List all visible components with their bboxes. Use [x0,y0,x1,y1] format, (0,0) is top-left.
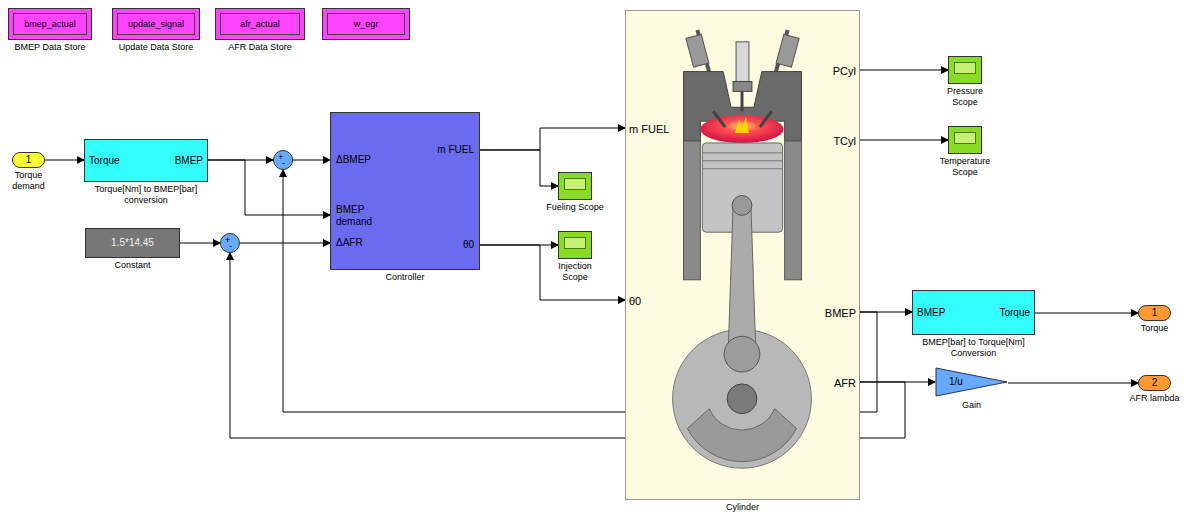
block-caption: Pressure Scope [935,86,995,108]
signal-line [208,160,330,215]
scope-screen [954,132,976,144]
block-caption: Torque demand [0,170,59,192]
constant-block: 1.5*14.45Constant [85,228,180,258]
block-caption: Fueling Scope [545,202,605,213]
gain-triangle [935,367,1008,397]
cylinder-block: m FUELθ0PCylTCylBMEPAFRCylinder [625,10,860,500]
block-text: 1 [1152,307,1158,319]
block-caption: BMEP[bar] to Torque[Nm] Conversion [899,337,1049,359]
block-text: - [282,159,285,168]
block-text: 2 [1152,377,1158,389]
scope-block: Injection Scope [558,231,592,259]
signal-line [45,160,84,161]
block-text: θ0 [463,239,474,251]
conversion-block: BMEPTorqueBMEP[bar] to Torque[Nm] Conver… [912,290,1035,335]
block-caption: Constant [93,260,173,271]
block-text: w_egr [354,18,379,30]
data-store-block: update_signalUpdate Data Store [112,8,200,40]
block-text: 1.5*14.45 [111,237,154,249]
signal-line [1008,383,1138,384]
signal-line [240,243,330,244]
controller-block: ΔBMEPBMEP demandΔAFRm FUELθ0Controller [330,112,480,270]
scope-screen [954,62,976,74]
scope-block: Temperature Scope [948,126,982,154]
sum-block: +- [220,233,240,253]
block-caption: AFR lambda [1125,393,1185,404]
block-text: PCyl [833,65,856,77]
signal-line [480,150,558,186]
block-caption: Torque [1125,323,1185,334]
signal-line [293,160,330,161]
block-text: BMEP [825,307,856,319]
block-text: bmep_actual [24,18,76,30]
block-caption: AFR Data Store [220,42,300,53]
block-caption: BMEP Data Store [10,42,90,53]
outport-block: 1Torque [1138,305,1171,321]
block-caption: Torque[Nm] to BMEP[bar] conversion [76,184,216,206]
inport-block: 1Torque demand [12,152,45,168]
signal-line [180,243,220,244]
block-text: TCyl [833,135,856,147]
engine-illustration [626,11,859,499]
block-text: Torque [999,307,1030,319]
block-text: 1 [26,154,32,166]
block-caption: Controller [355,272,455,283]
block-text: AFR [834,377,856,389]
scope-block: Fueling Scope [558,172,592,200]
conversion-block: TorqueBMEPTorque[Nm] to BMEP[bar] conver… [84,139,208,182]
block-text: m FUEL [629,123,669,135]
block-text: BMEP demand [336,204,380,228]
outport-block: 2AFR lambda [1138,375,1171,391]
data-store-block: w_egr [322,8,410,40]
block-text: afr_actual [240,18,280,30]
signal-line [480,245,558,246]
block-caption: Injection Scope [545,261,605,283]
data-store-block: afr_actualAFR Data Store [215,8,305,40]
signal-line [860,70,948,71]
sum-block: +- [273,150,293,170]
block-text: update_signal [128,18,184,30]
gain-block: 1/uGain [935,367,1008,397]
block-text: - [229,242,232,251]
signal-line [860,140,948,141]
scope-screen [564,178,586,190]
block-caption: Gain [942,400,1002,411]
block-caption: Cylinder [693,502,793,513]
scope-screen [564,237,586,249]
block-text: θ0 [629,295,641,307]
block-caption: Temperature Scope [930,156,1000,178]
block-text: ΔAFR [336,237,363,249]
signal-line [480,128,625,150]
signal-line [480,245,625,300]
block-text: m FUEL [437,144,474,156]
scope-block: Pressure Scope [948,56,982,84]
block-text: BMEP [917,307,945,319]
block-text: BMEP [175,155,203,167]
block-text: ΔBMEP [336,154,371,166]
block-text: Torque [89,155,120,167]
data-store-block: bmep_actualBMEP Data Store [8,8,92,40]
signal-line [1035,313,1138,314]
block-text: 1/u [949,376,963,388]
block-caption: Update Data Store [116,42,196,53]
